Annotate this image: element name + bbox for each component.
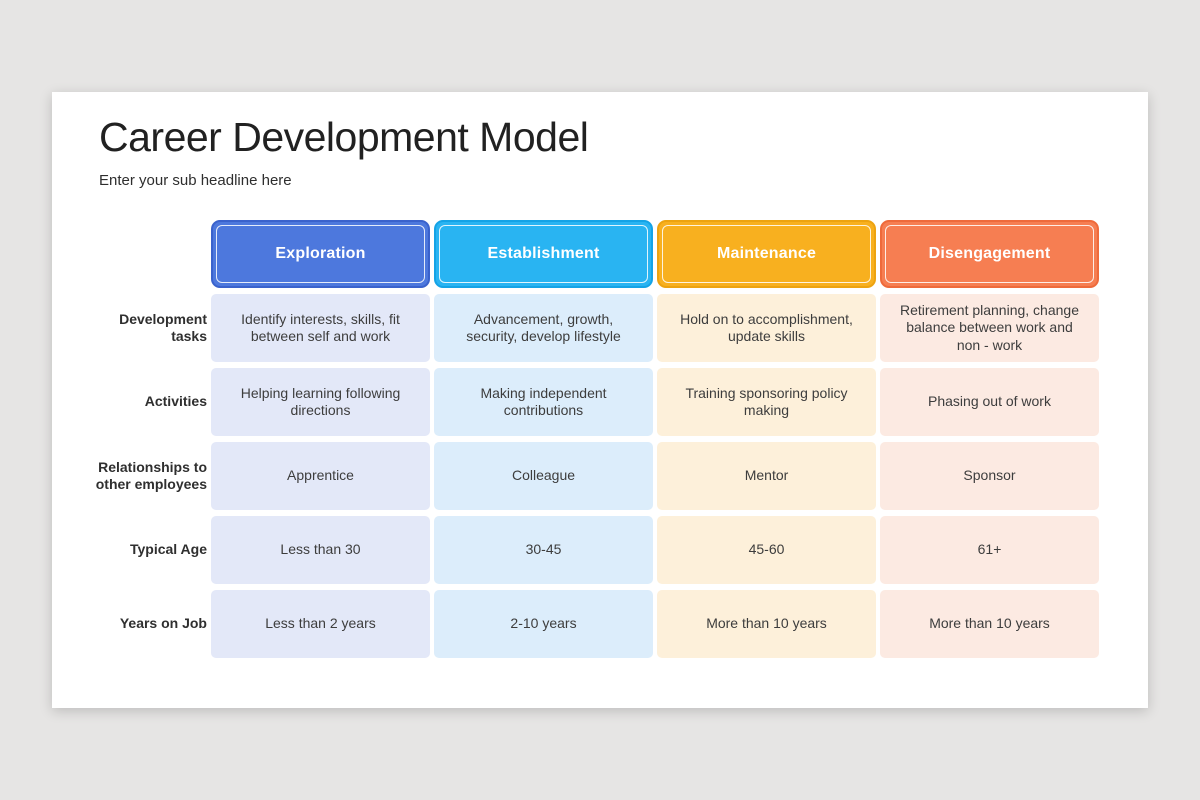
career-model-table: Exploration Establishment Maintenance Di… [59,220,1099,658]
table-cell: Identify interests, skills, fit between … [211,294,430,362]
table-corner-spacer [59,220,207,288]
table-cell: 2-10 years [434,590,653,658]
table-cell: Making independent contributions [434,368,653,436]
table-cell: Mentor [657,442,876,510]
row-label-development-tasks: Development tasks [59,294,207,362]
column-header-disengagement: Disengagement [880,220,1099,288]
table-cell: 45-60 [657,516,876,584]
page-subtitle: Enter your sub headline here [99,172,292,189]
table-cell: Advancement, growth, security, develop l… [434,294,653,362]
table-cell: 61+ [880,516,1099,584]
row-label-text: Development tasks [119,310,207,344]
table-cell: More than 10 years [880,590,1099,658]
table-cell: Hold on to accomplishment, update skills [657,294,876,362]
table-cell: Less than 2 years [211,590,430,658]
table-cell: Helping learning following directions [211,368,430,436]
row-label-years-on-job: Years on Job [59,590,207,658]
table-cell: 30-45 [434,516,653,584]
row-label-text: Relationships to other employees [95,458,207,492]
table-cell: Less than 30 [211,516,430,584]
table-cell: More than 10 years [657,590,876,658]
row-label-text: Years on Job [119,615,207,632]
page-title: Career Development Model [99,114,589,160]
slide-card: Career Development Model Enter your sub … [52,92,1148,708]
column-header-establishment: Establishment [434,220,653,288]
column-header-maintenance: Maintenance [657,220,876,288]
row-label-relationships: Relationships to other employees [59,442,207,510]
table-cell: Phasing out of work [880,368,1099,436]
table-cell: Retirement planning, change balance betw… [880,294,1099,362]
row-label-text: Activities [144,393,207,410]
table-cell: Training sponsoring policy making [657,368,876,436]
column-header-exploration: Exploration [211,220,430,288]
table-cell: Colleague [434,442,653,510]
row-label-activities: Activities [59,368,207,436]
row-label-typical-age: Typical Age [59,516,207,584]
row-label-text: Typical Age [129,541,207,558]
table-cell: Apprentice [211,442,430,510]
table-cell: Sponsor [880,442,1099,510]
